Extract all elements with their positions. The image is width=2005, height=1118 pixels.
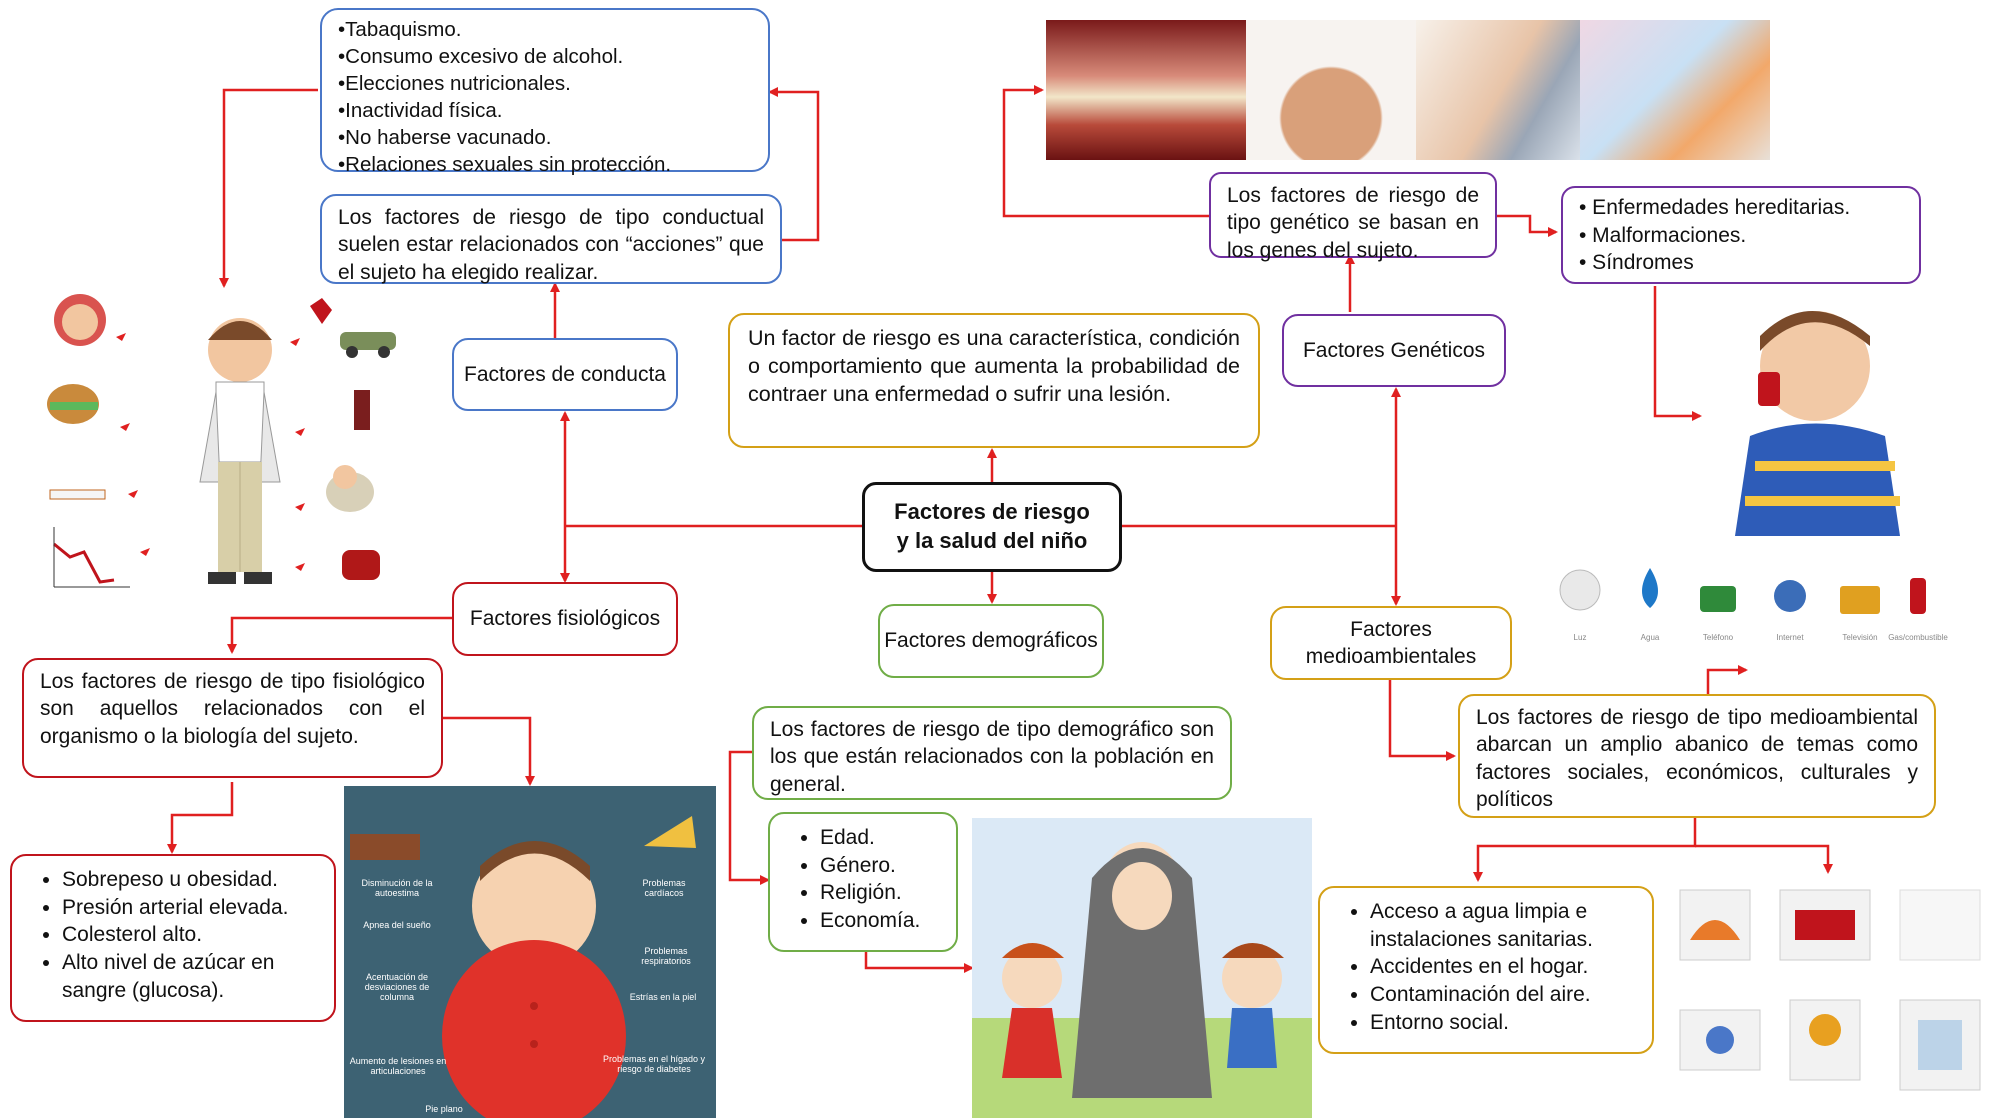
genetic-photos-strip [1046, 20, 1586, 160]
boy-inhaler-illustration [1735, 311, 1900, 536]
pregnant-belly-photo [1246, 20, 1416, 160]
children-nun-illustration [972, 818, 1312, 1118]
infographic-label: Disminución de la autoestima [361, 878, 433, 898]
medioambientales-description: Los factores de riesgo de tipo medioambi… [1458, 694, 1936, 818]
infographic-label: Acentuación de desviaciones de columna [364, 972, 430, 1002]
list-item: • Síndromes [1579, 251, 1694, 275]
conducta-label: Factores de conducta [452, 338, 678, 411]
list-item: •Consumo excesivo de alcohol. [338, 45, 624, 69]
fisiologicos-list: Sobrepeso u obesidad. Presión arterial e… [10, 854, 336, 1022]
list-item: •Relaciones sexuales sin protección. [338, 153, 672, 177]
definition-box: Un factor de riesgo es una característic… [728, 313, 1260, 448]
list-item: Contaminación del aire. [1370, 981, 1636, 1009]
obese-child-drawing [350, 816, 696, 1118]
list-item: Género. [820, 852, 940, 880]
list-item: Religión. [820, 879, 940, 907]
list-item: Sobrepeso u obesidad. [62, 866, 318, 894]
list-item: Acceso a agua limpia e instalaciones san… [1370, 898, 1636, 953]
list-item: Economía. [820, 907, 940, 935]
stressed-man-illustration [47, 294, 396, 588]
infographic-label: Problemas en el hígado y riesgo de diabe… [602, 1054, 706, 1074]
infographic-label: Aumento de lesiones en articulaciones [349, 1056, 447, 1076]
demograficos-list: Edad. Género. Religión. Economía. [768, 812, 958, 952]
list-item: •Inactividad física. [338, 99, 503, 123]
services-icons: Luz Agua Teléfono Internet Televisión Ga… [1559, 568, 1948, 642]
list-item: •No haberse vacunado. [338, 126, 552, 150]
list-item: •Elecciones nutricionales. [338, 72, 571, 96]
central-title-line2: y la salud del niño [896, 528, 1088, 553]
fisiologicos-description: Los factores de riesgo de tipo fisiológi… [22, 658, 443, 778]
list-item: Accidentes en el hogar. [1370, 953, 1636, 981]
list-item: Presión arterial elevada. [62, 894, 318, 922]
geneticos-list: • Enfermedades hereditarias. • Malformac… [1561, 186, 1921, 284]
home-accidents-illustrations [1679, 889, 1981, 1091]
infographic-label: Problemas cardíacos [642, 878, 686, 898]
central-title-line1: Factores de riesgo [894, 499, 1090, 525]
medioambientales-label: Factores medioambientales [1270, 606, 1512, 680]
geneticos-description: Los factores de riesgo de tipo genético … [1209, 172, 1497, 262]
list-item: Edad. [820, 824, 940, 852]
glucose-meter-photo [1416, 20, 1586, 160]
demograficos-description: Los factores de riesgo de tipo demográfi… [752, 706, 1232, 800]
service-label: Internet [1776, 633, 1804, 642]
infographic-label: Estrías en la piel [629, 992, 697, 1002]
list-item: Alto nivel de azúcar en sangre (glucosa)… [62, 949, 318, 1004]
list-item: Colesterol alto. [62, 921, 318, 949]
medioambientales-list: Acceso a agua limpia e instalaciones san… [1318, 886, 1654, 1054]
central-topic: Factores de riesgo y la salud del niño [862, 482, 1122, 572]
teeth-photo [1046, 20, 1246, 160]
list-item: • Malformaciones. [1579, 223, 1747, 247]
service-label: Luz [1574, 633, 1587, 642]
infographic-label: Pie plano [425, 1104, 463, 1114]
conducta-description: Los factores de riesgo de tipo conductua… [320, 194, 782, 284]
microbiology-photo [1580, 20, 1770, 160]
service-label: Gas/combustible [1888, 633, 1948, 642]
service-label: Agua [1641, 633, 1660, 642]
infographic-label: Problemas respiratorios [641, 946, 691, 966]
list-item: • Enfermedades hereditarias. [1579, 196, 1851, 219]
infographic-label: Apnea del sueño [363, 920, 431, 930]
service-label: Televisión [1842, 633, 1877, 642]
list-item: Entorno social. [1370, 1009, 1636, 1037]
service-label: Teléfono [1703, 633, 1734, 642]
conducta-list: •Tabaquismo. •Consumo excesivo de alcoho… [320, 8, 770, 176]
fisiologicos-label: Factores fisiológicos [452, 582, 678, 656]
list-item: •Tabaquismo. [338, 18, 462, 41]
demograficos-label: Factores demográficos [878, 604, 1104, 678]
geneticos-label: Factores Genéticos [1282, 314, 1506, 387]
obesity-infographic: Disminución de la autoestima Apnea del s… [344, 786, 716, 1118]
